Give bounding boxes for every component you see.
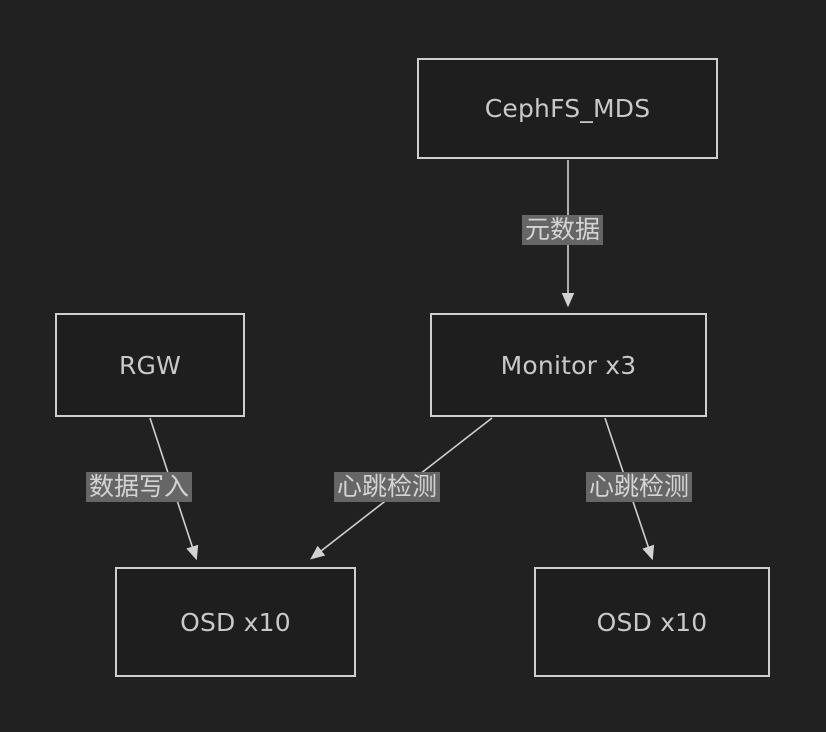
node-label-rgw: RGW (118, 350, 182, 380)
edge-label-data-write: 数据写入 (86, 472, 193, 502)
node-osd-right[interactable]: OSD x10 (534, 567, 770, 677)
edge-label-metadata: 元数据 (522, 215, 604, 245)
edge-label-heartbeat-right: 心跳检测 (586, 472, 693, 502)
node-label-osd-left: OSD x10 (180, 607, 291, 637)
node-label-monitor: Monitor x3 (500, 350, 637, 380)
node-label-osd-right: OSD x10 (596, 607, 708, 637)
node-cephfs-mds[interactable]: CephFS_MDS (417, 58, 718, 159)
node-rgw[interactable]: RGW (55, 313, 245, 417)
edge-label-heartbeat-left: 心跳检测 (334, 472, 441, 502)
node-osd-left[interactable]: OSD x10 (115, 567, 356, 677)
node-monitor[interactable]: Monitor x3 (430, 313, 707, 417)
node-label-cephfs-mds: CephFS_MDS (484, 94, 651, 123)
